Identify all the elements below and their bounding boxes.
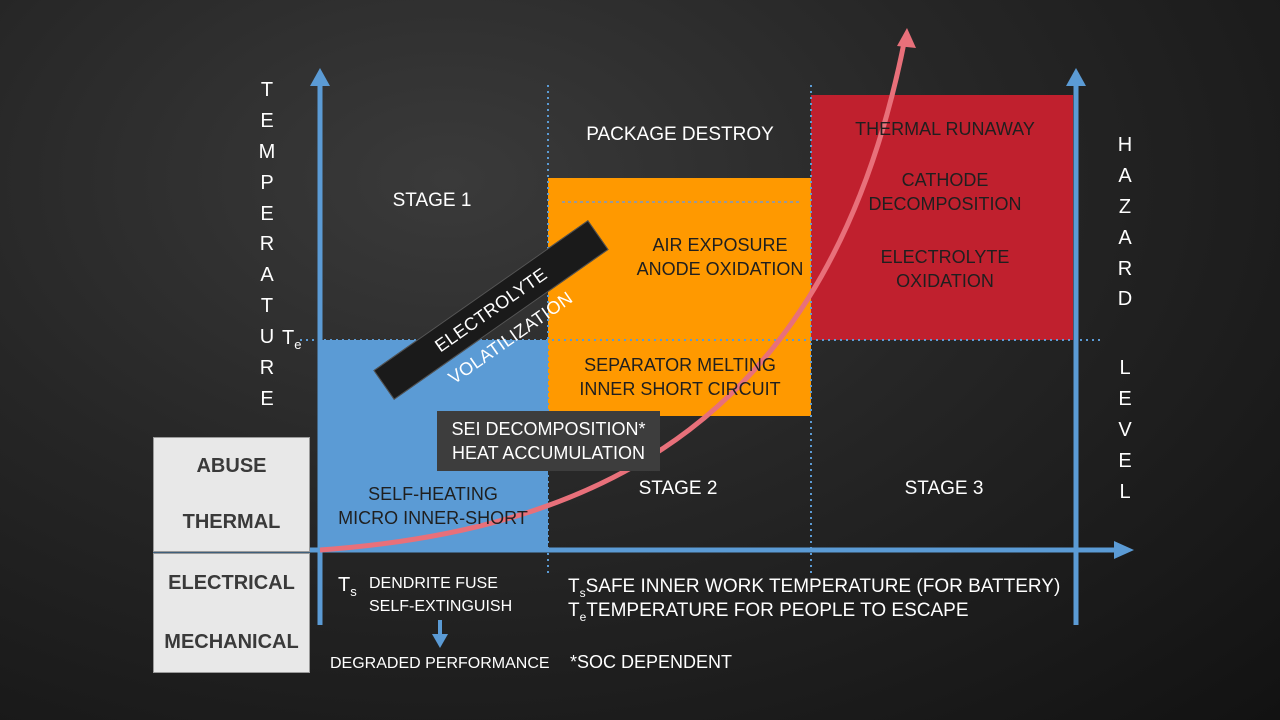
ts-marker: Ts <box>338 574 357 599</box>
stage2-orange-region <box>548 178 811 416</box>
te-definition: TeTEMPERATURE FOR PEOPLE TO ESCAPE <box>568 600 969 624</box>
air-exposure-label: AIR EXPOSURE ANODE OXIDATION <box>636 235 804 279</box>
stage2-label: STAGE 2 <box>638 478 718 499</box>
abuse-thermal-box: ABUSE THERMAL <box>153 437 310 552</box>
hazard-curve <box>319 37 908 553</box>
thermal-label: THERMAL <box>182 511 281 534</box>
degraded-performance-note: DEGRADED PERFORMANCE <box>330 655 550 672</box>
thermal-runaway-label: THERMAL RUNAWAY <box>855 119 1035 139</box>
stage3-label: STAGE 3 <box>904 478 984 499</box>
electrical-mechanical-box: ELECTRICAL MECHANICAL <box>153 553 310 673</box>
cathode-decomposition-label: CATHODE DECOMPOSITION <box>868 170 1022 214</box>
abuse-label: ABUSE <box>196 454 267 477</box>
separator-melting-label: SEPARATOR MELTING INNER SHORT CIRCUIT <box>579 355 781 399</box>
soc-dependent-note: *SOC DEPENDENT <box>570 652 733 672</box>
te-marker: Te <box>282 327 302 352</box>
hazard-axis-label: H A Z A R D <box>1117 134 1133 311</box>
self-heating-label: SELF-HEATING MICRO INNER-SHORT <box>338 484 528 528</box>
ts-definition: TsSAFE INNER WORK TEMPERATURE (FOR BATTE… <box>568 576 1061 600</box>
temperature-axis-label: T E M P E R A T U R E <box>258 79 276 410</box>
package-destroy-label: PACKAGE DESTROY <box>586 124 774 145</box>
dendrite-fuse-note: DENDRITE FUSE SELF-EXTINGUISH <box>369 575 513 615</box>
electrical-label: ELECTRICAL <box>168 572 295 594</box>
stage1-label: STAGE 1 <box>392 190 472 211</box>
level-axis-label: L E V E L <box>1118 357 1132 503</box>
electrolyte-oxidation-label: ELECTROLYTE OXIDATION <box>880 247 1010 291</box>
stage3-red-region <box>811 95 1073 340</box>
mechanical-label: MECHANICAL <box>164 631 299 653</box>
sei-decomposition-box: SEI DECOMPOSITION* HEAT ACCUMULATION <box>437 411 660 471</box>
